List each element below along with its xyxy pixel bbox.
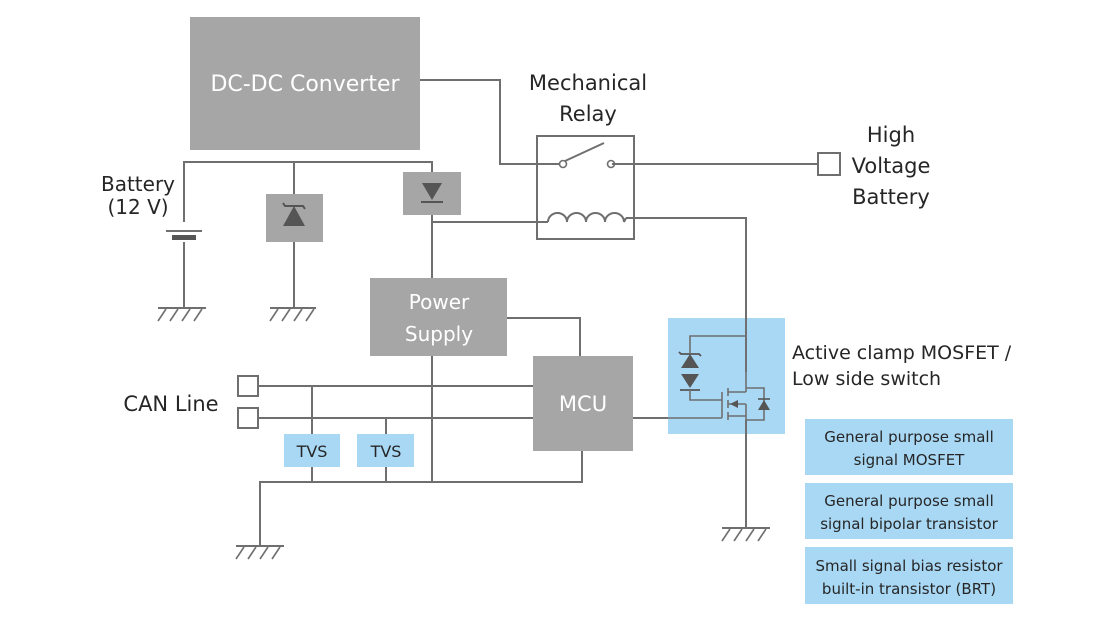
wire-ground-rail bbox=[259, 451, 583, 546]
relay-label-line2: Relay bbox=[559, 102, 617, 126]
legend-brt-line1: Small signal bias resistor bbox=[815, 557, 1003, 575]
battery-symbol bbox=[166, 230, 202, 240]
relay-contact-left bbox=[558, 159, 568, 169]
tvs-label-1: TVS bbox=[296, 442, 328, 461]
mcu-block bbox=[533, 356, 633, 451]
hv-battery-label-line1: High bbox=[867, 123, 915, 147]
mcu-label: MCU bbox=[559, 392, 607, 416]
dcdc-converter-block bbox=[190, 17, 420, 150]
hv-battery-terminal bbox=[817, 152, 841, 176]
legend-box-mosfet bbox=[805, 419, 1013, 475]
hv-battery-label-line2: Voltage bbox=[852, 154, 931, 178]
relay-contact-right bbox=[606, 159, 616, 169]
relay-frame bbox=[536, 135, 635, 240]
wire-dcdc-relay bbox=[420, 79, 560, 165]
zener-diode-icon bbox=[282, 202, 306, 226]
legend-bipolar-line2: signal bipolar transistor bbox=[820, 515, 998, 533]
battery-short-plate bbox=[172, 235, 196, 240]
can-line-label: CAN Line bbox=[123, 392, 218, 416]
wire-coil-mosfet bbox=[626, 217, 747, 372]
legend-box-bipolar bbox=[805, 483, 1013, 539]
power-supply-label-line2: Supply bbox=[405, 322, 473, 346]
tvs-label-2: TVS bbox=[370, 442, 402, 461]
wire-top-rail bbox=[183, 161, 433, 222]
power-supply-block bbox=[370, 278, 507, 356]
reverse-diode-icon bbox=[421, 183, 443, 203]
legend-bipolar-line1: General purpose small bbox=[824, 492, 994, 510]
legend-brt-line2: built-in transistor (BRT) bbox=[822, 580, 996, 598]
ground-icon-battery bbox=[157, 307, 206, 322]
ground-icon-can bbox=[235, 545, 284, 560]
hv-battery-label-line3: Battery bbox=[852, 185, 930, 209]
wire-psu-mcu bbox=[507, 317, 581, 356]
relay-symbol bbox=[536, 135, 635, 240]
ground-icon-mosfet bbox=[721, 527, 770, 542]
active-clamp-label-line1: Active clamp MOSFET / bbox=[792, 342, 1012, 364]
active-clamp-mosfet-icon bbox=[668, 335, 770, 421]
ground-icon-zener bbox=[269, 307, 316, 322]
battery-label-line1: Battery bbox=[101, 172, 175, 196]
can-high-terminal bbox=[237, 375, 259, 397]
can-low-terminal bbox=[237, 407, 259, 429]
active-clamp-label-line2: Low side switch bbox=[792, 368, 941, 390]
relay-coil bbox=[547, 212, 625, 223]
legend-mosfet-line1: General purpose small bbox=[824, 428, 994, 446]
legend-mosfet-line2: signal MOSFET bbox=[854, 451, 966, 469]
wiring bbox=[183, 79, 818, 546]
tvs-box-1 bbox=[284, 434, 340, 467]
relay-coil-end bbox=[623, 217, 627, 223]
tvs-box-2 bbox=[357, 434, 414, 467]
relay-label-line1: Mechanical bbox=[529, 71, 647, 95]
legend-box-brt bbox=[805, 547, 1013, 604]
power-supply-label-line1: Power bbox=[409, 290, 470, 314]
relay-switch-arm bbox=[564, 142, 605, 162]
battery-label-line2: (12 V) bbox=[107, 195, 168, 219]
dcdc-converter-label: DC-DC Converter bbox=[210, 72, 400, 97]
